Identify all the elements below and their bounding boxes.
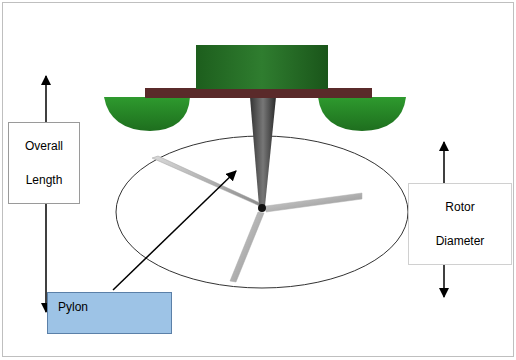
pylon-shape (250, 97, 276, 206)
node-text: Overall Length (15, 129, 73, 197)
dimension-label-box: Rotor Diameter (408, 183, 512, 265)
part-label-box: Pylon (47, 292, 172, 334)
pylon-leader (113, 171, 236, 290)
node-text: Rotor Diameter (429, 190, 491, 258)
picture-frame (3, 3, 514, 357)
node-text: Pylon (58, 299, 161, 315)
deck-plate (145, 88, 372, 98)
top-housing (196, 45, 328, 89)
rotor-blade (266, 193, 362, 212)
rotor-blade (230, 212, 264, 282)
float-left (104, 97, 190, 131)
dimension-label-box: Overall Length (8, 122, 80, 204)
float-right (318, 97, 406, 131)
rotor-hub (258, 204, 266, 212)
